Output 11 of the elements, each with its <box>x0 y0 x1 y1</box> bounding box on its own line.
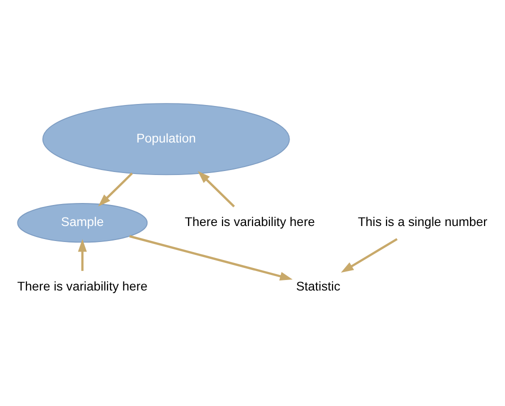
node-text: Statistic <box>296 279 340 294</box>
node-text: There is variability here <box>17 279 148 294</box>
node-ellipse: Sample <box>17 202 148 242</box>
node-ellipse: Population <box>42 102 290 175</box>
arrow <box>340 238 398 272</box>
arrow <box>129 234 293 280</box>
arrow <box>98 172 133 206</box>
node-text: This is a single number <box>358 214 488 229</box>
arrow <box>78 238 87 270</box>
arrow <box>198 170 235 207</box>
node-text: There is variability here <box>184 214 315 229</box>
